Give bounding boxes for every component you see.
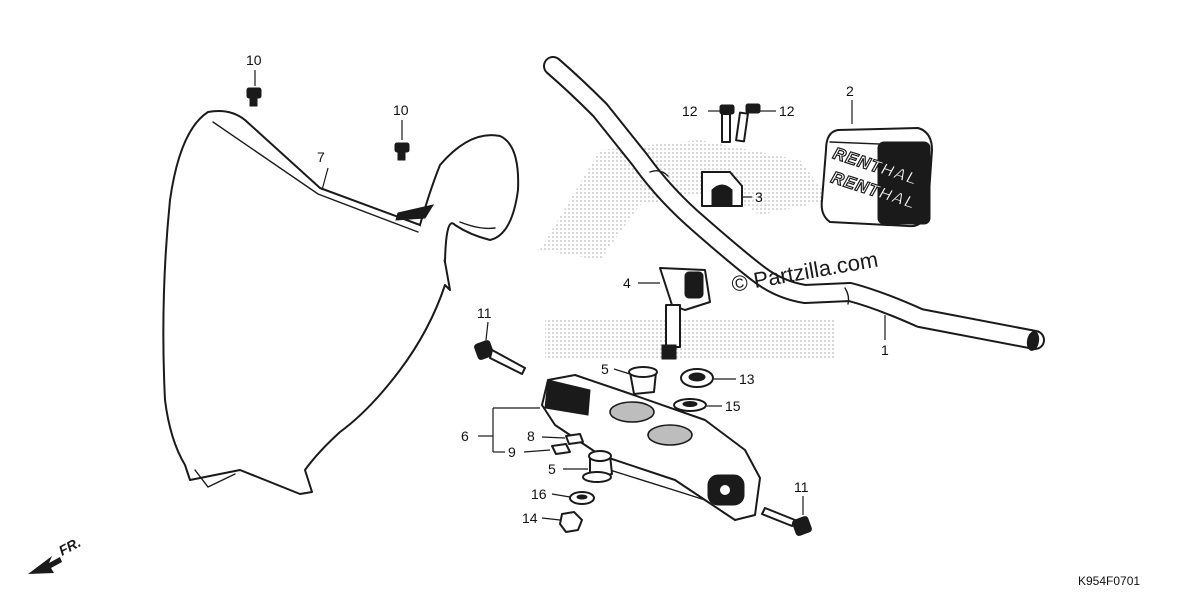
nut-13 <box>680 368 714 388</box>
bushing-5-upper <box>628 366 658 395</box>
callout-12-right: 12 <box>779 103 795 119</box>
upper-handlebar-holder <box>701 171 743 207</box>
washer-16 <box>569 491 595 505</box>
callout-13: 13 <box>739 371 755 387</box>
direction-label: FR. <box>56 534 83 559</box>
callout-2: 2 <box>846 83 854 99</box>
diagram-code: K954F0701 <box>1078 574 1140 588</box>
callout-8: 8 <box>527 428 535 444</box>
lower-handlebar-holder <box>659 267 711 360</box>
callout-11-left: 11 <box>477 305 492 321</box>
callout-6: 6 <box>461 428 469 444</box>
background-logo <box>540 140 835 360</box>
bolt-10-left <box>246 87 262 107</box>
crossbar-pad: RENTHAL RENTHAL <box>820 127 933 228</box>
callout-labels: 10 10 7 12 12 3 2 4 1 5 13 15 11 6 8 9 5… <box>246 52 889 526</box>
nut-14 <box>559 511 583 533</box>
washer-15 <box>673 398 707 412</box>
callout-11-right: 11 <box>794 479 809 495</box>
callout-3: 3 <box>755 189 763 205</box>
handlebar <box>543 56 1045 351</box>
callout-5-lower: 5 <box>548 461 556 477</box>
bolt-12-right <box>735 103 761 143</box>
callout-9: 9 <box>508 444 516 460</box>
bolt-11-right <box>761 507 812 536</box>
part-9 <box>551 443 571 455</box>
front-direction-indicator: FR. <box>28 534 83 574</box>
callout-14: 14 <box>522 510 538 526</box>
bolt-11-left <box>474 340 526 375</box>
number-plate <box>162 110 520 495</box>
callout-4: 4 <box>623 275 631 291</box>
bushing-5-lower <box>582 450 613 483</box>
top-bridge <box>541 374 761 521</box>
callout-16: 16 <box>531 486 547 502</box>
callout-5-upper: 5 <box>601 361 609 377</box>
callout-10-left: 10 <box>246 52 262 68</box>
callout-10-right: 10 <box>393 102 409 118</box>
callout-15: 15 <box>725 398 741 414</box>
leader-lines <box>254 70 886 521</box>
part-8 <box>565 433 584 445</box>
bolt-12-left <box>719 104 735 143</box>
bolt-10-right <box>394 142 410 161</box>
callout-1: 1 <box>881 342 889 358</box>
callout-7: 7 <box>317 149 325 165</box>
callout-12-left: 12 <box>682 103 698 119</box>
